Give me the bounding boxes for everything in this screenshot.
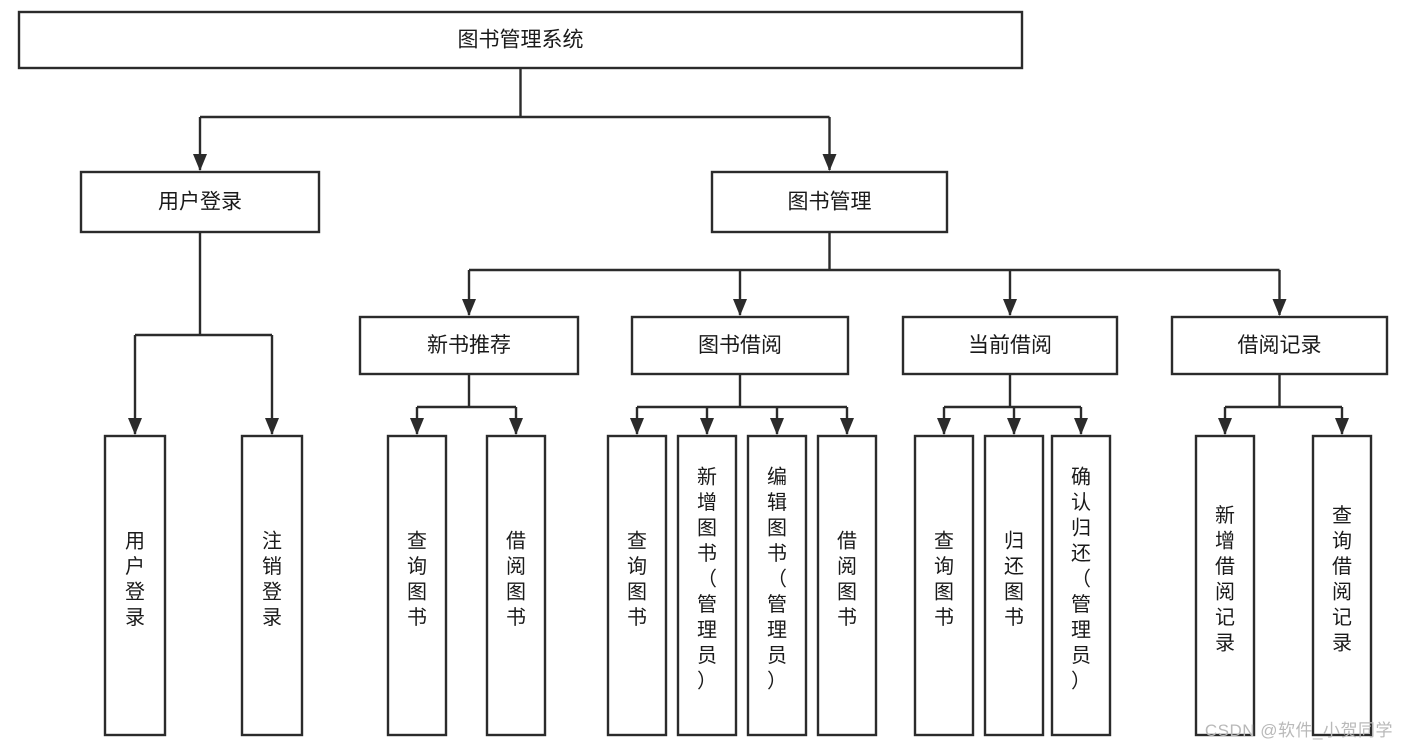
node-leaf-borrow-book-1[interactable]: 借阅图书 <box>485 434 547 737</box>
node-leaf-return-book[interactable]: 归还图书 <box>983 434 1045 737</box>
arrow-head-icon <box>1074 418 1088 435</box>
node-leaf-add-record-rect[interactable] <box>1194 434 1256 737</box>
node-leaf-borrow-book-2-label: 借阅图书 <box>837 529 857 629</box>
node-leaf-add-record-label: 新增借阅记录 <box>1215 504 1235 655</box>
node-leaf-user-login[interactable]: 用户登录 <box>103 434 167 737</box>
arrow-head-icon <box>1007 418 1021 435</box>
node-book-manage[interactable]: 图书管理 <box>710 170 949 234</box>
node-leaf-confirm-return[interactable]: 确认归还（管理员） <box>1050 434 1112 737</box>
node-leaf-add-book-label: 新增图书（管理员） <box>697 466 717 693</box>
node-root-label: 图书管理系统 <box>458 29 584 52</box>
node-leaf-borrow-book-1-rect[interactable] <box>485 434 547 737</box>
boxes-layer: 图书管理系统用户登录图书管理新书推荐图书借阅当前借阅借阅记录用户登录注销登录查询… <box>17 10 1389 737</box>
node-leaf-query-book-2[interactable]: 查询图书 <box>606 434 668 737</box>
node-new-book-recommend-label: 新书推荐 <box>427 334 511 357</box>
node-leaf-query-book-3-label: 查询图书 <box>934 529 954 629</box>
node-leaf-borrow-book-1-label: 借阅图书 <box>506 529 526 629</box>
node-new-book-recommend[interactable]: 新书推荐 <box>358 315 580 376</box>
node-current-borrow[interactable]: 当前借阅 <box>901 315 1119 376</box>
arrow-head-icon <box>822 154 837 171</box>
node-leaf-query-book-1-rect[interactable] <box>386 434 448 737</box>
node-leaf-edit-book[interactable]: 编辑图书（管理员） <box>746 434 808 737</box>
node-leaf-query-book-3[interactable]: 查询图书 <box>913 434 975 737</box>
node-leaf-query-book-3-rect[interactable] <box>913 434 975 737</box>
node-leaf-borrow-book-2[interactable]: 借阅图书 <box>816 434 878 737</box>
node-current-borrow-rect[interactable] <box>901 315 1119 376</box>
node-leaf-query-book-2-rect[interactable] <box>606 434 668 737</box>
arrow-head-icon <box>128 418 142 435</box>
node-borrow-record-label: 借阅记录 <box>1238 334 1322 357</box>
arrow-head-icon <box>840 418 854 435</box>
arrow-head-icon <box>733 299 747 316</box>
node-leaf-add-record[interactable]: 新增借阅记录 <box>1194 434 1256 737</box>
node-leaf-borrow-book-2-rect[interactable] <box>816 434 878 737</box>
node-leaf-user-logout[interactable]: 注销登录 <box>240 434 304 737</box>
arrow-head-icon <box>265 418 279 435</box>
arrow-head-icon <box>462 299 476 316</box>
arrow-head-icon <box>937 418 951 435</box>
node-leaf-return-book-label: 归还图书 <box>1004 529 1024 629</box>
node-leaf-edit-book-rect[interactable] <box>746 434 808 737</box>
node-leaf-confirm-return-rect[interactable] <box>1050 434 1112 737</box>
node-leaf-user-logout-label: 注销登录 <box>262 529 282 629</box>
watermark-text: CSDN @软件_小贺同学 <box>1204 721 1393 740</box>
node-user-login[interactable]: 用户登录 <box>79 170 321 234</box>
node-leaf-return-book-rect[interactable] <box>983 434 1045 737</box>
arrow-head-icon <box>1218 418 1232 435</box>
arrow-head-icon <box>1003 299 1017 316</box>
arrow-head-icon <box>1272 299 1287 316</box>
node-leaf-add-book-rect[interactable] <box>676 434 738 737</box>
node-new-book-recommend-rect[interactable] <box>358 315 580 376</box>
node-leaf-add-book[interactable]: 新增图书（管理员） <box>676 434 738 737</box>
node-leaf-edit-book-label: 编辑图书（管理员） <box>767 466 787 693</box>
arrow-head-icon <box>700 418 714 435</box>
arrow-head-icon <box>410 418 424 435</box>
arrow-head-icon <box>630 418 644 435</box>
node-book-borrow[interactable]: 图书借阅 <box>630 315 850 376</box>
arrow-head-icon <box>770 418 784 435</box>
node-book-manage-label: 图书管理 <box>788 191 872 214</box>
connectors-layer <box>128 68 1349 435</box>
node-root[interactable]: 图书管理系统 <box>17 10 1024 70</box>
node-leaf-query-book-2-label: 查询图书 <box>627 529 647 629</box>
node-leaf-query-book-1[interactable]: 查询图书 <box>386 434 448 737</box>
node-root-rect[interactable] <box>17 10 1024 70</box>
node-leaf-user-login-rect[interactable] <box>103 434 167 737</box>
node-leaf-query-record-rect[interactable] <box>1311 434 1373 737</box>
node-book-manage-rect[interactable] <box>710 170 949 234</box>
node-leaf-user-login-label: 用户登录 <box>125 530 145 629</box>
arrow-head-icon <box>509 418 523 435</box>
node-user-login-label: 用户登录 <box>158 191 242 214</box>
node-leaf-user-logout-rect[interactable] <box>240 434 304 737</box>
arrow-head-icon <box>193 154 207 171</box>
node-book-borrow-rect[interactable] <box>630 315 850 376</box>
node-book-borrow-label: 图书借阅 <box>698 334 782 357</box>
node-borrow-record[interactable]: 借阅记录 <box>1170 315 1389 376</box>
node-leaf-confirm-return-label: 确认归还（管理员） <box>1071 466 1091 693</box>
node-leaf-query-book-1-label: 查询图书 <box>407 529 427 629</box>
node-borrow-record-rect[interactable] <box>1170 315 1389 376</box>
node-current-borrow-label: 当前借阅 <box>968 334 1052 357</box>
arrow-head-icon <box>1335 418 1349 435</box>
node-leaf-query-record-label: 查询借阅记录 <box>1332 504 1352 655</box>
node-leaf-query-record[interactable]: 查询借阅记录 <box>1311 434 1373 737</box>
node-user-login-rect[interactable] <box>79 170 321 234</box>
